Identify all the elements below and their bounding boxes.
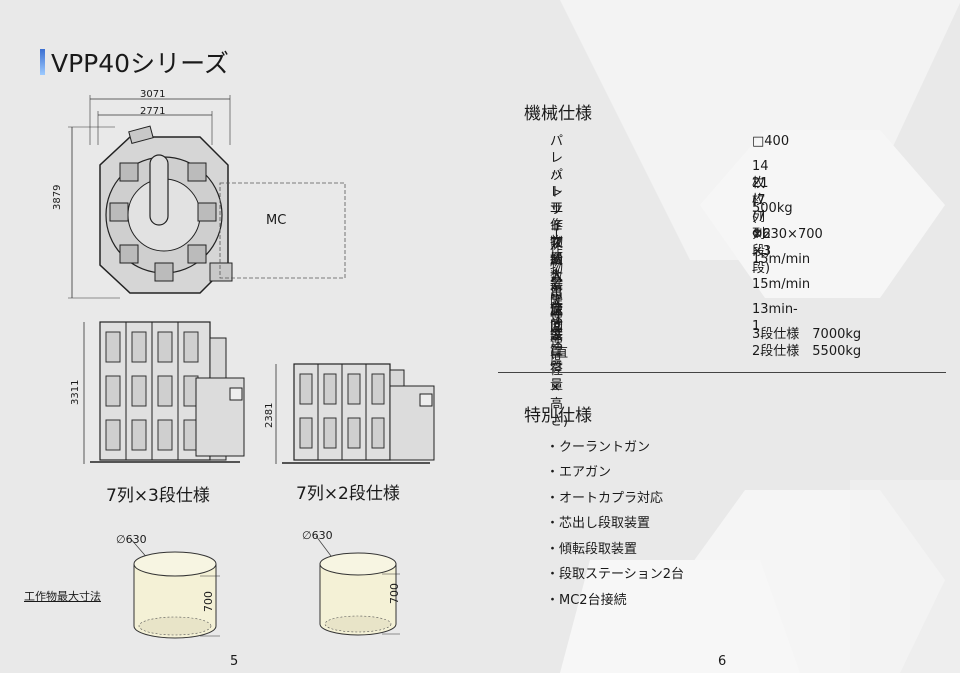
list-item: ・MC2台接続 (546, 593, 627, 608)
special-spec-heading: 特別仕様 (524, 406, 592, 426)
page-number-right: 6 (718, 654, 727, 669)
mc-label: MC (266, 213, 287, 228)
spec-label: 装置質量 (550, 327, 564, 393)
list-item: ・段取ステーション2台 (546, 567, 685, 582)
dim-outer-width: 3071 (140, 89, 166, 100)
dim-top-height: 3879 (52, 184, 63, 210)
workpiece-label: 工作物最大寸法 (24, 590, 101, 603)
title-accent-bar (40, 49, 45, 75)
spec-label: 旋回速度 (550, 302, 564, 368)
front-view-3-stage (83, 321, 245, 464)
spec-value: 14枚(7列×2段) (752, 159, 772, 259)
spec-value: 15m/min (752, 277, 811, 292)
caption-3-stage: 7列×3段仕様 (106, 486, 210, 506)
cylinder-1-diameter: ∅630 (116, 533, 147, 546)
dim-inner-width: 2771 (140, 106, 166, 117)
spec-label: 搬入出速度 (550, 252, 564, 335)
spec-value: 500kg (752, 201, 793, 216)
list-item: ・エアガン (546, 465, 612, 480)
spec-value: 13min-1 (752, 302, 798, 334)
spec-value: 21枚(7列×3段) (752, 176, 772, 276)
list-item: ・クーラントガン (546, 440, 651, 455)
page-title: VPP40シリーズ (40, 44, 229, 80)
cylinder-2-height: 700 (388, 583, 401, 604)
list-item: ・芯出し段取装置 (546, 516, 651, 531)
top-view-drawing (68, 95, 346, 299)
spec-value: Φ630×700 (752, 227, 823, 242)
spec-value: 3段仕様 7000kg (752, 327, 862, 342)
title-text: VPP40シリーズ (51, 49, 229, 78)
spec-value: □400 (752, 134, 790, 149)
spec-label: 昇降速度 (550, 277, 564, 343)
spec-value: 2段仕様 5500kg (752, 344, 862, 359)
list-item: ・オートカプラ対応 (546, 491, 664, 506)
spec-label: パレットサイズ (550, 134, 564, 251)
cylinder-1-height: 700 (202, 591, 215, 612)
spec-label: 工作物最大寸法(直径×高さ) (550, 227, 569, 429)
spec-value: 15m/min (752, 252, 811, 267)
section-divider (498, 372, 946, 373)
cylinder-2-diameter: ∅630 (302, 529, 333, 542)
workpiece-cylinder-1 (129, 537, 220, 639)
spec-label: パレット収納数 (550, 168, 564, 285)
spec-label: 工作物最大質量 (550, 201, 564, 318)
page-number-left: 5 (230, 654, 239, 669)
dim-3-stage-height: 3311 (70, 379, 81, 405)
machine-spec-heading: 機械仕様 (524, 104, 592, 124)
workpiece-cylinder-2 (315, 535, 400, 636)
front-view-2-stage (275, 363, 435, 464)
dim-2-stage-height: 2381 (264, 402, 275, 428)
list-item: ・傾転段取装置 (546, 542, 638, 557)
caption-2-stage: 7列×2段仕様 (296, 484, 400, 504)
